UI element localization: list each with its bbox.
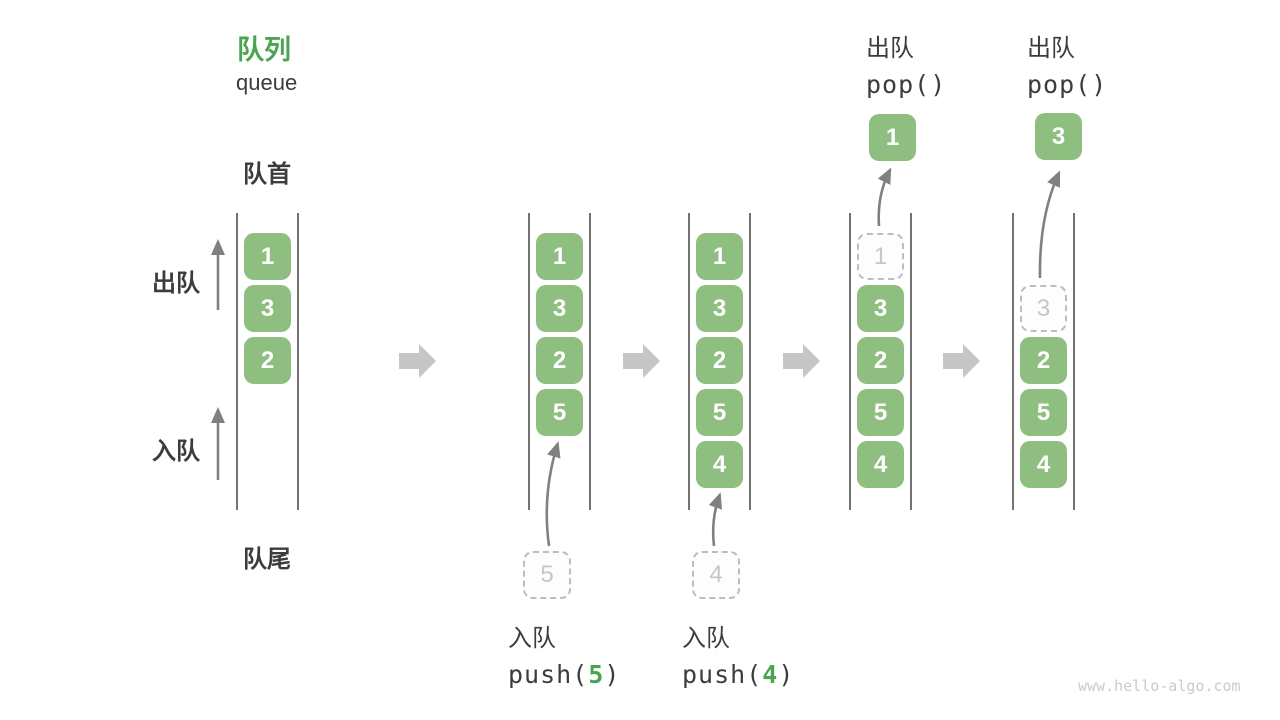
- dequeue-op-label: 出队 pop(): [1027, 28, 1107, 99]
- queue-cell-removed: 1: [857, 233, 904, 280]
- flow-arrow-icon: [1038, 170, 1061, 279]
- dequeue-op-code: pop(): [1027, 70, 1107, 99]
- next-state-arrow-icon: [623, 344, 660, 378]
- enqueue-op-label: 入队 push(5): [508, 618, 620, 689]
- enqueue-op-zh: 入队: [508, 625, 556, 652]
- watermark: www.hello-algo.com: [1078, 677, 1241, 695]
- queue-cell-removed: 3: [1020, 285, 1067, 332]
- dequeue-op-label: 出队 pop(): [866, 28, 946, 99]
- op-code-post: ): [778, 660, 795, 689]
- next-state-arrow-icon: [943, 344, 980, 378]
- enqueue-op-code: push(5): [508, 660, 620, 689]
- dequeue-op-code: pop(): [866, 70, 946, 99]
- queue-cell: 5: [696, 389, 743, 436]
- incoming-element: 4: [692, 551, 740, 599]
- op-code-pre: pop(: [1027, 70, 1092, 99]
- diagram-title-en: queue: [236, 70, 298, 95]
- queue-cell: 4: [696, 441, 743, 488]
- op-code-pre: pop(: [866, 70, 931, 99]
- queue-cell: 5: [536, 389, 583, 436]
- queue-cell: 3: [536, 285, 583, 332]
- queue-cell: 2: [696, 337, 743, 384]
- queue-cell: 1: [536, 233, 583, 280]
- flow-arrow-icon: [877, 167, 892, 227]
- enqueue-op-zh: 入队: [682, 625, 730, 652]
- queue-cell: 2: [1020, 337, 1067, 384]
- queue-cell: 1: [696, 233, 743, 280]
- incoming-element: 5: [523, 551, 571, 599]
- diagram-title-zh: 队列: [237, 35, 291, 65]
- enqueue-direction-label: 入队: [152, 438, 200, 465]
- op-code-arg: 5: [588, 660, 605, 689]
- dequeue-op-zh: 出队: [866, 35, 914, 62]
- op-code-post: ): [1091, 70, 1108, 99]
- dequeue-direction-label: 出队: [152, 270, 200, 297]
- op-code-post: ): [930, 70, 947, 99]
- enqueue-op-label: 入队 push(4): [682, 618, 794, 689]
- popped-element: 3: [1035, 113, 1082, 160]
- dequeue-op-zh: 出队: [1027, 35, 1075, 62]
- queue-rear-label: 队尾: [243, 546, 291, 573]
- op-code-pre: push(: [682, 660, 763, 689]
- queue-cell: 4: [1020, 441, 1067, 488]
- op-code-post: ): [604, 660, 621, 689]
- queue-cell: 3: [244, 285, 291, 332]
- flow-arrow-icon: [708, 492, 723, 547]
- op-code-arg: 4: [762, 660, 779, 689]
- queue-cell: 5: [857, 389, 904, 436]
- next-state-arrow-icon: [783, 344, 820, 378]
- enqueue-op-code: push(4): [682, 660, 794, 689]
- popped-element: 1: [869, 114, 916, 161]
- op-code-pre: push(: [508, 660, 589, 689]
- queue-cell: 1: [244, 233, 291, 280]
- queue-cell: 4: [857, 441, 904, 488]
- queue-cell: 2: [536, 337, 583, 384]
- next-state-arrow-icon: [399, 344, 436, 378]
- flow-arrow-icon: [545, 441, 561, 547]
- queue-cell: 2: [857, 337, 904, 384]
- queue-cell: 2: [244, 337, 291, 384]
- queue-cell: 3: [696, 285, 743, 332]
- queue-front-label: 队首: [243, 161, 291, 188]
- queue-cell: 3: [857, 285, 904, 332]
- queue-cell: 5: [1020, 389, 1067, 436]
